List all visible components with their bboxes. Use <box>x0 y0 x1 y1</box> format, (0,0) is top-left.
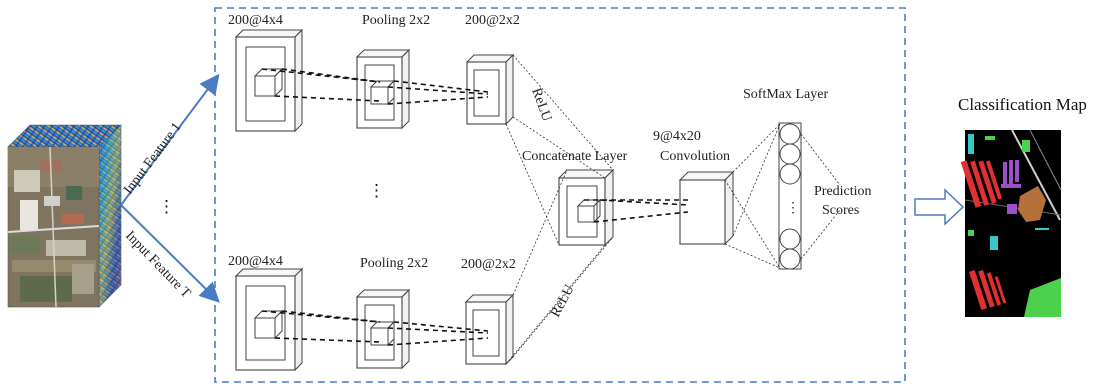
input-feature-top-label: Input Feature 1 <box>121 120 184 197</box>
relu-top-label: ReLU <box>528 86 554 123</box>
classification-map-title: Classification Map <box>958 95 1087 114</box>
bottom-input-volume <box>234 267 304 372</box>
concatenate-layer-label: Concatenate Layer <box>522 149 628 164</box>
top-output-volume <box>465 53 515 126</box>
conv-dashed-connections <box>584 199 689 223</box>
block2-pooling-label: Pooling 2x2 <box>360 256 428 271</box>
block1-pooling-label: Pooling 2x2 <box>362 13 430 28</box>
input-arrow-top <box>120 73 220 206</box>
hyperspectral-cube-image <box>7 124 122 308</box>
branch-ellipsis: ⋮ <box>368 181 385 200</box>
input-arrow-bottom <box>120 204 220 303</box>
block1-input-label: 200@4x4 <box>228 13 283 28</box>
prediction-scores-line2: Scores <box>822 203 859 218</box>
softmax-dotted-connections <box>724 123 841 269</box>
convolution-volume <box>678 170 735 246</box>
concat-dotted-connections <box>505 54 614 365</box>
softmax-ellipsis: ⋮ <box>786 201 800 216</box>
classification-map-image <box>960 129 1062 317</box>
top-input-volume <box>234 28 304 133</box>
network-frame <box>214 7 906 383</box>
top-dashed-connections <box>261 68 489 105</box>
hollow-right-arrow-icon <box>914 188 965 226</box>
softmax-column <box>778 122 802 270</box>
convolution-label: Convolution <box>660 149 730 164</box>
bottom-output-volume <box>464 293 515 366</box>
block1-output-label: 200@2x2 <box>465 13 520 28</box>
concatenate-volume <box>557 168 615 247</box>
softmax-label: SoftMax Layer <box>743 87 828 102</box>
prediction-scores-line1: Prediction <box>814 184 872 199</box>
top-pooling-volume <box>355 48 411 130</box>
block2-input-label: 200@4x4 <box>228 254 283 269</box>
input-ellipsis: ⋮ <box>158 197 175 216</box>
bottom-dashed-connections <box>261 310 489 346</box>
relu-bottom-label: ReLU <box>548 283 577 320</box>
conv-dims-label: 9@4x20 <box>653 129 701 144</box>
block2-output-label: 200@2x2 <box>461 257 516 272</box>
